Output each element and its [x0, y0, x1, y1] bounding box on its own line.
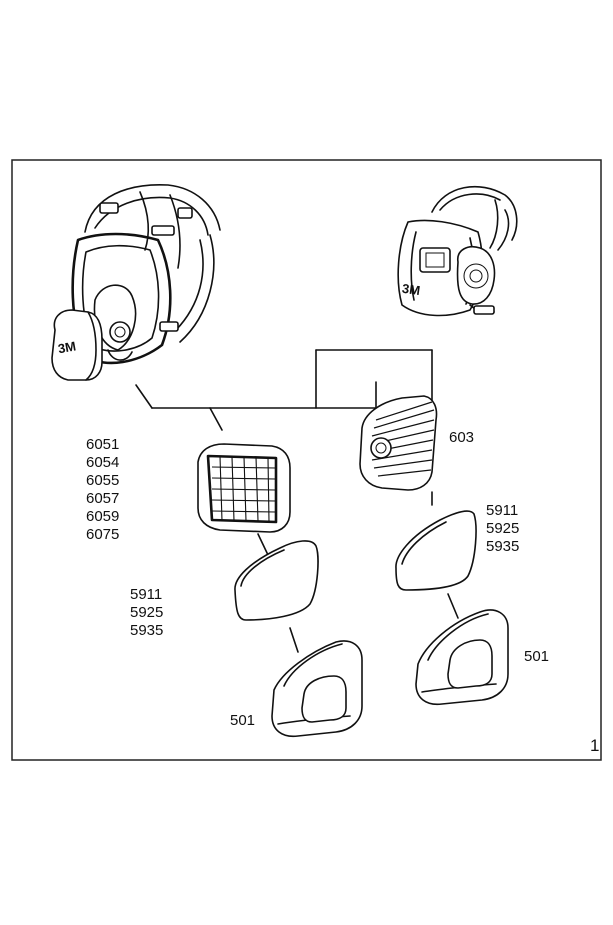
part-number: 6051 — [86, 436, 120, 453]
retainer-part-number-left: 501 — [230, 712, 256, 729]
cartridge-part-number-right: 603 — [449, 429, 475, 446]
prefilter-left-illustration — [234, 540, 319, 621]
part-number: 5935 — [130, 622, 164, 639]
connector-line — [257, 533, 269, 556]
part-number: 5935 — [486, 538, 520, 555]
part-number: 5925 — [486, 520, 520, 537]
full-face-mask-illustration: 3M — [51, 184, 221, 381]
prefilter-part-numbers-right: 5911 5925 5935 — [486, 502, 519, 556]
half-mask-illustration: 3M — [397, 185, 518, 317]
page-number: 1 — [590, 736, 600, 755]
part-number: 6055 — [86, 472, 120, 489]
prefilter-part-numbers-left: 5911 5925 5935 — [130, 586, 163, 640]
part-number: 6075 — [86, 526, 120, 543]
cartridge-6000-illustration — [197, 443, 291, 533]
part-number: 5911 — [486, 502, 519, 519]
retainer-part-number-right: 501 — [524, 648, 550, 665]
diagram-frame — [11, 159, 602, 761]
cartridge-603-illustration — [359, 395, 438, 491]
prefilter-right-illustration — [395, 510, 477, 591]
part-number: 5911 — [130, 586, 163, 603]
half-mask-logo: 3M — [401, 281, 421, 298]
connector-line — [447, 593, 459, 619]
retainer-right-illustration — [415, 609, 509, 706]
part-number: 6054 — [86, 454, 120, 471]
part-number: 6059 — [86, 508, 120, 525]
part-number: 5925 — [130, 604, 164, 621]
connector-line — [289, 627, 299, 653]
cartridge-part-numbers-left: 6051 6054 6055 6057 6059 6075 — [86, 436, 119, 544]
retainer-left-illustration — [271, 640, 363, 738]
part-number: 6057 — [86, 490, 120, 507]
full-face-mask-logo: 3M — [57, 338, 77, 356]
